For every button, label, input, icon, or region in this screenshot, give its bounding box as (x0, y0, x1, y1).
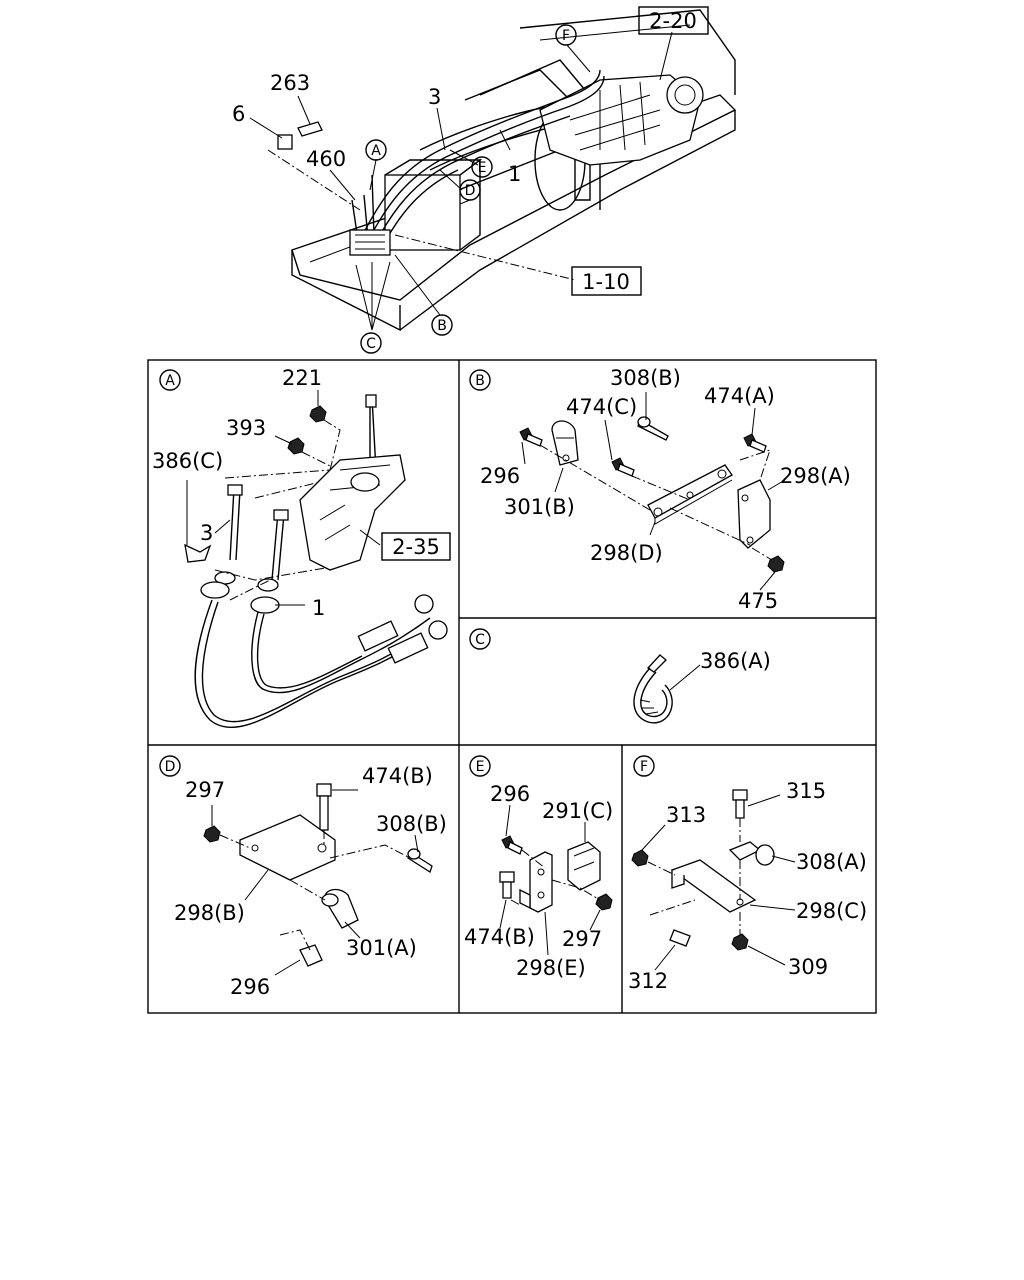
ref-box-2-35: 2-35 (381, 532, 451, 561)
label-386a: 386(A) (700, 649, 771, 673)
svg-text:E: E (476, 759, 485, 775)
label-298e: 298(E) (516, 956, 586, 980)
panel-grid (147, 359, 877, 1014)
callout-6: 6 (232, 102, 245, 126)
panel-a: A (159, 369, 448, 728)
circle-callout-e: E (471, 156, 493, 178)
svg-text:A: A (165, 373, 175, 389)
svg-text:D: D (465, 183, 476, 199)
label-475: 475 (738, 589, 778, 613)
svg-text:F: F (640, 759, 648, 775)
label-291c: 291(C) (542, 799, 613, 823)
panel-a-tag: A (159, 369, 181, 391)
panel-d: D (159, 755, 433, 976)
label-312: 312 (628, 969, 668, 993)
callout-460: 460 (306, 147, 346, 171)
label-221: 221 (282, 366, 322, 390)
panel-f-tag: F (633, 755, 655, 777)
svg-text:2-20: 2-20 (649, 9, 697, 33)
label-315: 315 (786, 779, 826, 803)
svg-text:2-35: 2-35 (392, 535, 440, 559)
panel-f: F (631, 755, 796, 971)
svg-text:B: B (437, 318, 447, 334)
svg-text:B: B (475, 373, 485, 389)
panel-c: C (469, 628, 701, 724)
label-309: 309 (788, 955, 828, 979)
ref-box-1-10: 1-10 (571, 266, 642, 296)
panel-e-tag: E (469, 755, 491, 777)
circle-callout-c: C (360, 332, 382, 354)
circle-callout-d: D (459, 179, 481, 201)
label-474a: 474(A) (704, 384, 775, 408)
svg-text:F: F (562, 28, 570, 44)
label-474c: 474(C) (566, 395, 637, 419)
svg-text:C: C (366, 336, 376, 352)
panel-b-tag: B (469, 369, 491, 391)
panel-c-tag: C (469, 628, 491, 650)
panel-d-tag: D (159, 755, 181, 777)
overview-illustration (249, 9, 737, 332)
label-308a: 308(A) (796, 850, 867, 874)
label-308b: 308(B) (376, 812, 447, 836)
callout-3: 3 (428, 85, 441, 109)
label-393: 393 (226, 416, 266, 440)
label-296: 296 (480, 464, 520, 488)
label-301a: 301(A) (346, 936, 417, 960)
svg-text:E: E (478, 160, 487, 176)
circle-callout-b: B (431, 314, 453, 336)
label-474b: 474(B) (464, 925, 535, 949)
label-298a: 298(A) (780, 464, 851, 488)
svg-text:A: A (371, 143, 381, 159)
label-313: 313 (666, 803, 706, 827)
label-1: 1 (312, 596, 325, 620)
callout-263: 263 (270, 71, 310, 95)
circle-callout-f: F (555, 24, 577, 46)
label-296: 296 (230, 975, 270, 999)
label-298c: 298(C) (796, 899, 867, 923)
svg-text:1-10: 1-10 (582, 270, 630, 294)
label-3: 3 (200, 521, 213, 545)
label-298d: 298(D) (590, 541, 663, 565)
label-301b: 301(B) (504, 495, 575, 519)
svg-text:C: C (475, 632, 485, 648)
label-386c: 386(C) (152, 449, 223, 473)
panel-e: E (469, 755, 613, 956)
ref-box-2-20: 2-20 (638, 6, 709, 35)
label-296: 296 (490, 782, 530, 806)
label-297: 297 (562, 927, 602, 951)
panel-b: B (469, 369, 786, 591)
label-308b: 308(B) (610, 366, 681, 390)
label-474b: 474(B) (362, 764, 433, 788)
label-297: 297 (185, 778, 225, 802)
svg-text:D: D (165, 759, 176, 775)
callout-1: 1 (508, 162, 521, 186)
label-298b: 298(B) (174, 901, 245, 925)
circle-callout-a: A (365, 139, 387, 161)
